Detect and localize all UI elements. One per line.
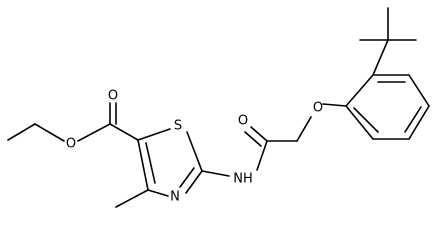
molecule-structure: O O S N NH O O [7, 7, 430, 208]
bond-ring-inner-3 [353, 107, 379, 133]
atom-amide-oxygen: O [238, 114, 248, 129]
atom-ester-ether-oxygen: O [66, 137, 76, 152]
bond-layer [7, 7, 430, 208]
atom-amide-nitrogen: NH [233, 172, 253, 187]
bond-ring-inner-2 [404, 106, 422, 133]
bond-nh-carbonyl [256, 140, 268, 171]
bond-ring-c3-c4 [408, 74, 430, 107]
bond-amide-double-a [250, 126, 268, 142]
atom-label-layer: O O S N NH O O [66, 89, 323, 205]
bond-c5-s1 [137, 128, 171, 141]
bond-c2-nh [201, 170, 230, 177]
atom-thiazole-sulfur: S [174, 119, 182, 134]
bond-c4-methyl [115, 189, 149, 208]
bond-s1-c2 [186, 131, 203, 172]
atom-ether-oxygen: O [313, 101, 323, 116]
bond-c2-n3-b [179, 167, 195, 188]
bond-c4-c5-b [145, 142, 156, 184]
bond-o-aryl [322, 103, 347, 107]
bond-ethyl-c1-c2 [7, 123, 36, 141]
bond-ch2-o [296, 116, 312, 142]
bond-ring-c4-c5 [408, 105, 430, 140]
bond-ring-c1-c2 [345, 74, 374, 107]
atom-ester-carbonyl-oxygen: O [108, 89, 118, 104]
atom-thiazole-nitrogen: N [170, 190, 180, 205]
bond-n3-c4 [147, 189, 169, 197]
bond-ethyl-c2-o [34, 123, 65, 142]
bond-ring-c6-c1 [345, 105, 374, 140]
bond-amide-double-b [244, 131, 262, 147]
bond-carbonyl-c5 [109, 123, 139, 141]
bond-ring-tbutyl [372, 39, 389, 76]
bond-c4-c5-a [137, 139, 149, 191]
molecule-canvas: O O S N NH O O [7, 7, 430, 208]
bond-o-carbonyl-c [77, 123, 111, 142]
bond-c2-n3-a [185, 170, 203, 194]
